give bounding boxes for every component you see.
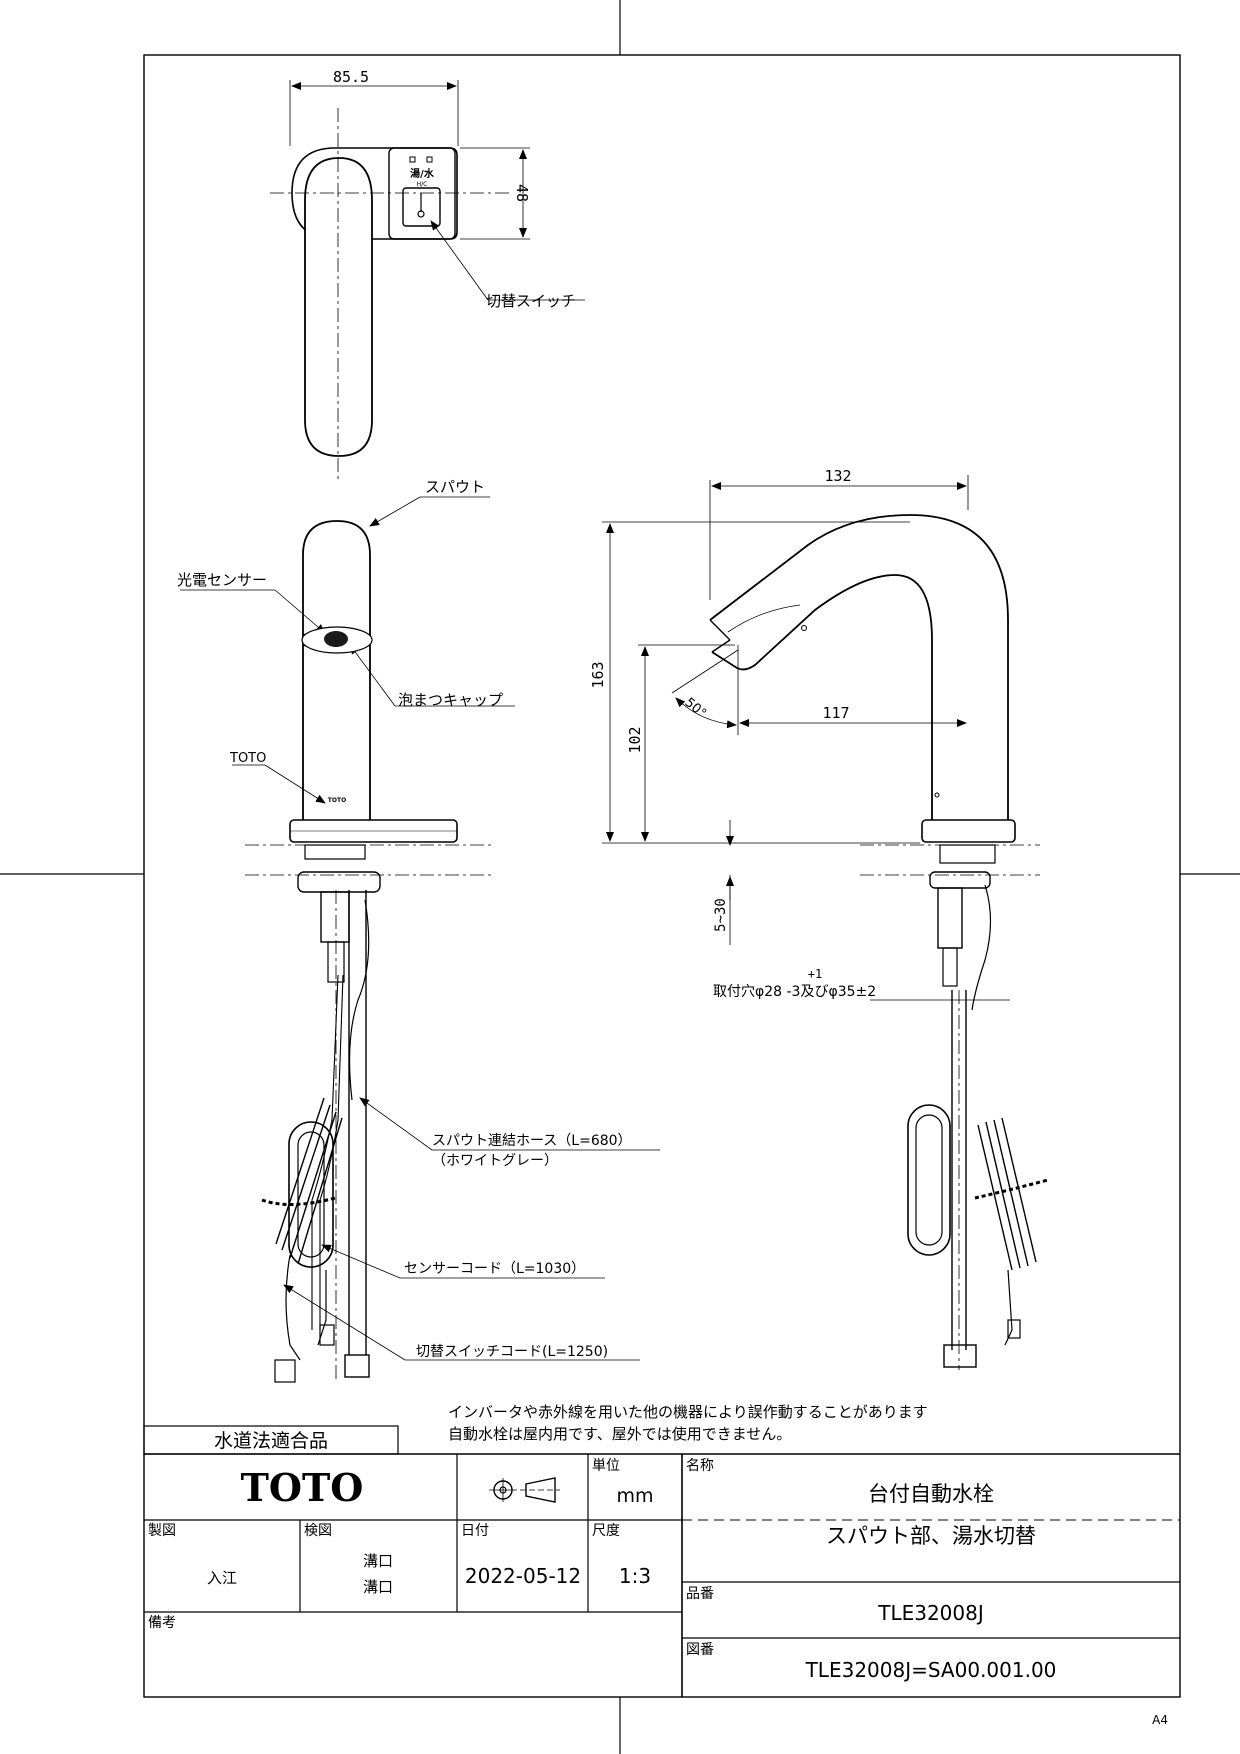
- dim-side-height: 163: [589, 661, 607, 688]
- dim-mount-hole-tolerance: +1: [808, 967, 822, 981]
- product-name-1: 台付自動水栓: [868, 1482, 994, 1506]
- name-label: 名称: [686, 1458, 714, 1474]
- drawn-label: 製図: [148, 1523, 176, 1539]
- dim-spout-reach: 117: [822, 704, 849, 722]
- toto-logo: TOTO: [241, 1465, 364, 1510]
- dim-counter-thickness: 5~30: [713, 898, 729, 932]
- label-sensor-cord: センサーコード（L=1030）: [404, 1261, 585, 1277]
- unit-value: mm: [616, 1485, 653, 1507]
- dim-top-width: 85.5: [333, 68, 369, 86]
- label-hose: スパウト連結ホース（L=680）: [432, 1133, 632, 1149]
- aerator-cap-icon: [324, 631, 348, 647]
- side-view: [602, 475, 1049, 1370]
- part-label: 品番: [686, 1586, 714, 1602]
- checked-by-2: 溝口: [363, 1578, 393, 1596]
- label-aerator: 泡まつキャップ: [398, 691, 503, 709]
- switch-panel-sublabel: H/C: [417, 181, 428, 188]
- drawing-number-label: 図番: [686, 1642, 714, 1658]
- dim-top-depth: 48: [513, 184, 531, 202]
- label-switch: 切替スイッチ: [486, 292, 576, 310]
- product-name-2: スパウト部、湯水切替: [826, 1524, 1036, 1548]
- paper-size: A4: [1152, 1713, 1168, 1727]
- drawing-number: TLE32008J=SA00.001.00: [805, 1658, 1057, 1682]
- front-view: [180, 496, 660, 1383]
- title-block: [143, 1425, 1180, 1697]
- label-spout: スパウト: [425, 478, 485, 496]
- checked-by-1: 溝口: [363, 1552, 393, 1570]
- drawing-date: 2022-05-12: [465, 1564, 581, 1588]
- note-line-1: インバータや赤外線を用いた他の機器により誤作動することがあります: [448, 1403, 928, 1421]
- scale-value: 1:3: [619, 1564, 651, 1588]
- note-line-2: 自動水栓は屋内用です、屋外では使用できません。: [448, 1425, 791, 1443]
- unit-label: 単位: [592, 1458, 620, 1474]
- label-switch-cord: 切替スイッチコード(L=1250): [416, 1344, 608, 1360]
- label-hose-color: （ホワイトグレー）: [432, 1153, 558, 1169]
- dim-spout-height: 102: [626, 726, 644, 753]
- checked-label: 検図: [304, 1523, 332, 1539]
- compliance-label: 水道法適合品: [214, 1430, 328, 1452]
- date-label: 日付: [461, 1523, 489, 1539]
- scale-label: 尺度: [592, 1523, 620, 1539]
- switch-panel-label: 湯/水: [410, 167, 435, 180]
- drawn-by: 入江: [207, 1569, 237, 1587]
- faucet-brand-mark: TOTO: [328, 797, 346, 804]
- dim-side-reach: 132: [824, 467, 851, 485]
- label-brand-mark: TOTO: [229, 751, 266, 766]
- part-number: TLE32008J: [877, 1601, 984, 1625]
- notes-label: 備考: [148, 1615, 176, 1631]
- dim-mount-hole: 取付穴φ28 -3及びφ35±2: [713, 984, 876, 1000]
- top-view: [270, 80, 585, 480]
- label-sensor: 光電センサー: [177, 571, 267, 589]
